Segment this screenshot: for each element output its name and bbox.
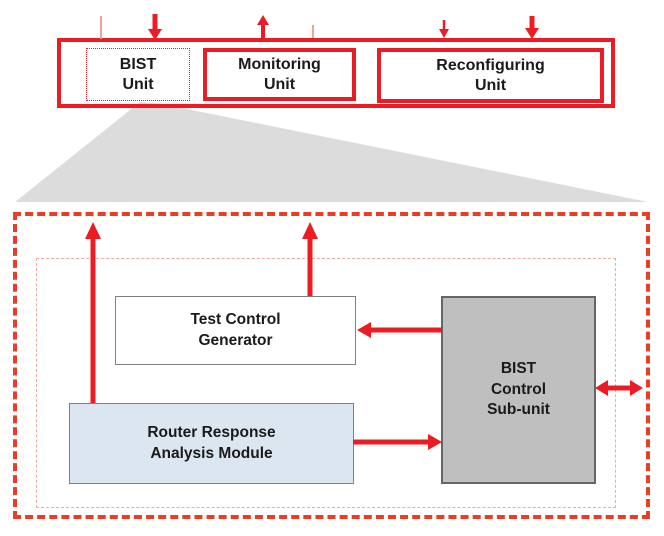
- test-control-generator-label: Test Control Generator: [190, 310, 281, 349]
- bist-control-subunit-block: BIST Control Sub-unit: [441, 296, 596, 484]
- bist-unit-label: BIST Unit: [119, 55, 157, 93]
- top-wire-left: [100, 16, 102, 39]
- arrow-down-into-reconfiguring-unit-thin: [439, 20, 449, 38]
- arrow-up-from-monitoring-unit: [257, 15, 269, 40]
- reconfiguring-unit-label: Reconfiguring Unit: [436, 56, 545, 94]
- bist-unit-detail-container: [13, 212, 650, 519]
- router-response-analysis-module-label: Router Response Analysis Module: [147, 423, 276, 462]
- monitoring-unit-label: Monitoring Unit: [238, 55, 321, 93]
- bist-unit-box: BIST Unit: [86, 48, 190, 101]
- test-control-generator-block: Test Control Generator: [115, 296, 356, 365]
- bist-unit-inner-boundary: [36, 258, 616, 508]
- arrow-down-into-bist-unit: [148, 14, 162, 40]
- arrow-down-into-reconfiguring-unit-thick: [525, 16, 539, 39]
- bist-control-subunit-label: BIST Control Sub-unit: [487, 359, 550, 419]
- router-response-analysis-module-block: Router Response Analysis Module: [69, 403, 354, 484]
- reconfiguring-unit-box: Reconfiguring Unit: [377, 48, 604, 103]
- top-wire-middle: [312, 25, 314, 38]
- monitoring-unit-box: Monitoring Unit: [203, 48, 356, 101]
